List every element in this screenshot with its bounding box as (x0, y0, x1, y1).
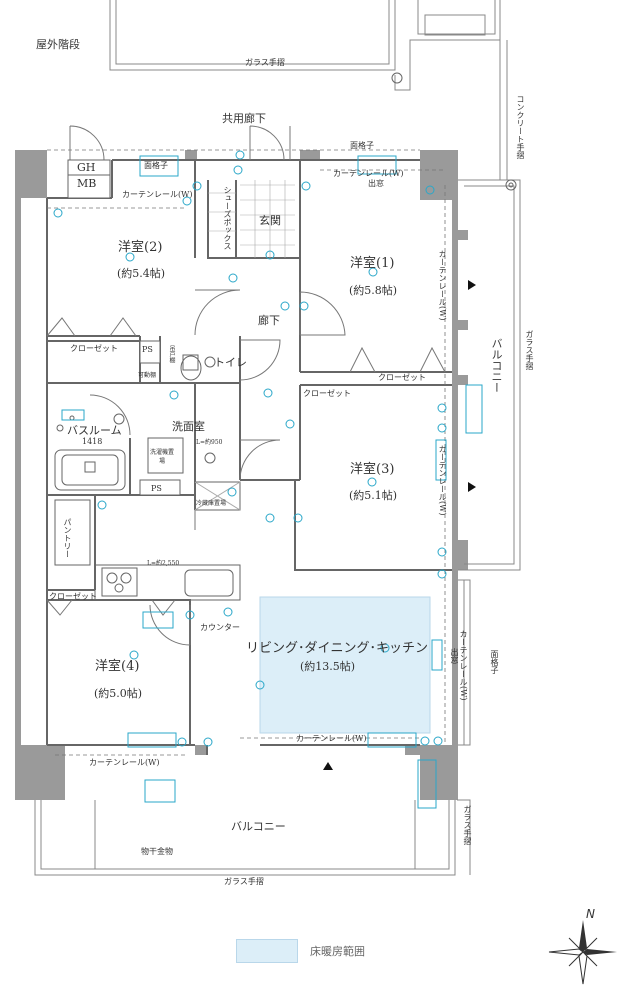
balcony-lines (34, 179, 521, 876)
western1-size: (約5.8帖) (349, 284, 398, 297)
closet-label-room3: クローゼット (378, 373, 426, 382)
western1-name: 洋室(1) (350, 256, 395, 271)
western3-name: 洋室(3) (350, 462, 395, 477)
pantry-label: パントリー (63, 518, 72, 558)
ventilation-boxes (61, 155, 483, 809)
washroom-label: 洗面室 (172, 420, 205, 433)
hallway-label: 廊下 (258, 314, 280, 327)
ps-label-2: PS (151, 484, 162, 493)
curtain-rail-ldk: カーテンレール(W) (296, 734, 367, 743)
western2-name: 洋室(2) (118, 240, 163, 255)
curtain-rail-room1: カーテンレール(W) (333, 169, 404, 178)
washer-width-label: L=約950 (196, 439, 223, 446)
bay-window-label-1: 出窓 (368, 179, 384, 188)
outer-walls (15, 150, 468, 800)
entrance-label: 玄関 (259, 214, 281, 227)
western4-name: 洋室(4) (95, 659, 140, 674)
shelf-label: 吊戸棚 (168, 345, 175, 363)
balcony-right-label: バルコニー (490, 338, 503, 393)
outdoor-stairs-label: 屋外階段 (36, 38, 80, 51)
curtain-rail-ldk-side: カーテンレール(W) (459, 630, 468, 701)
bay-window-label-2: 出窓 (450, 648, 459, 664)
gh-label: GH (77, 161, 96, 174)
kitchen-fixtures (54, 481, 241, 601)
floor-heating-area (259, 596, 431, 734)
western4-size: (約5.0帖) (94, 687, 143, 700)
glass-handrail-bottom-right: ガラス手摺 (463, 805, 472, 845)
movable-shelf-label: 可動棚 (138, 372, 157, 379)
bathroom-label: バスルーム (67, 424, 122, 437)
lattice-label-2: 面格子 (350, 141, 374, 150)
curtain-rail-room2: カーテンレール(W) (122, 190, 193, 199)
ps-box-2 (139, 479, 181, 496)
mb-box (67, 159, 111, 199)
glass-handrail-bottom: ガラス手摺 (224, 877, 264, 886)
floor-heating-legend-label: 床暖房範囲 (310, 945, 365, 958)
curtain-lines (47, 149, 446, 756)
mb-label: MB (77, 177, 97, 190)
compass-north-label: N (586, 907, 595, 921)
dryer-label: 物干金物 (141, 847, 173, 856)
kitchen-length-label: L=約2,550 (147, 560, 180, 567)
curtain-rail-room3-side: カーテンレール(W) (438, 445, 447, 516)
ceiling-lights (125, 252, 390, 690)
balcony-bottom-label: バルコニー (231, 820, 286, 833)
door-swings (69, 125, 346, 646)
bath-size-label: 1418 (82, 437, 103, 446)
compass-rose-icon (548, 920, 617, 985)
outdoor-stairs-frame (109, 0, 508, 180)
curtain-rail-room1-side: カーテンレール(W) (438, 250, 447, 321)
fridge-label: 冷蔵庫置場 (196, 500, 227, 507)
lattice-label-3: 面格子 (490, 650, 499, 674)
closet-label-room3b: クローゼット (303, 389, 351, 398)
ps-label-1: PS (142, 345, 153, 354)
drain-circle (391, 72, 517, 191)
toilet-label: トイレ (214, 356, 247, 369)
ldk-name: リビング･ダイニング･キッチン (246, 641, 429, 656)
closet-label-room2: クローゼット (70, 344, 118, 353)
western2-size: (約5.4帖) (117, 267, 166, 280)
washer-label: 洗濯機置場 (149, 449, 174, 465)
shoes-box-grid (208, 180, 295, 258)
common-corridor-label: 共用廊下 (222, 112, 266, 125)
shoes-box-label: シューズボックス (223, 186, 232, 250)
ps-box-1 (139, 340, 161, 364)
ldk-size: (約13.5帖) (300, 660, 356, 673)
glass-handrail-top: ガラス手摺 (245, 58, 285, 67)
curtain-rail-room4: カーテンレール(W) (89, 758, 160, 767)
closet-label-room4: クローゼット (49, 592, 97, 601)
western3-size: (約5.1帖) (349, 489, 398, 502)
bath-fixtures (54, 354, 216, 491)
closet-doors (46, 317, 446, 616)
lattice-label-1: 面格子 (144, 161, 168, 170)
counter-label: カウンター (200, 623, 240, 632)
glass-handrail-right: ガラス手摺 (525, 330, 534, 370)
concrete-handrail-label: コンクリート手摺 (516, 95, 525, 159)
window-markers (323, 280, 476, 770)
electric-points (53, 150, 447, 747)
floor-heating-legend-swatch (236, 939, 298, 963)
